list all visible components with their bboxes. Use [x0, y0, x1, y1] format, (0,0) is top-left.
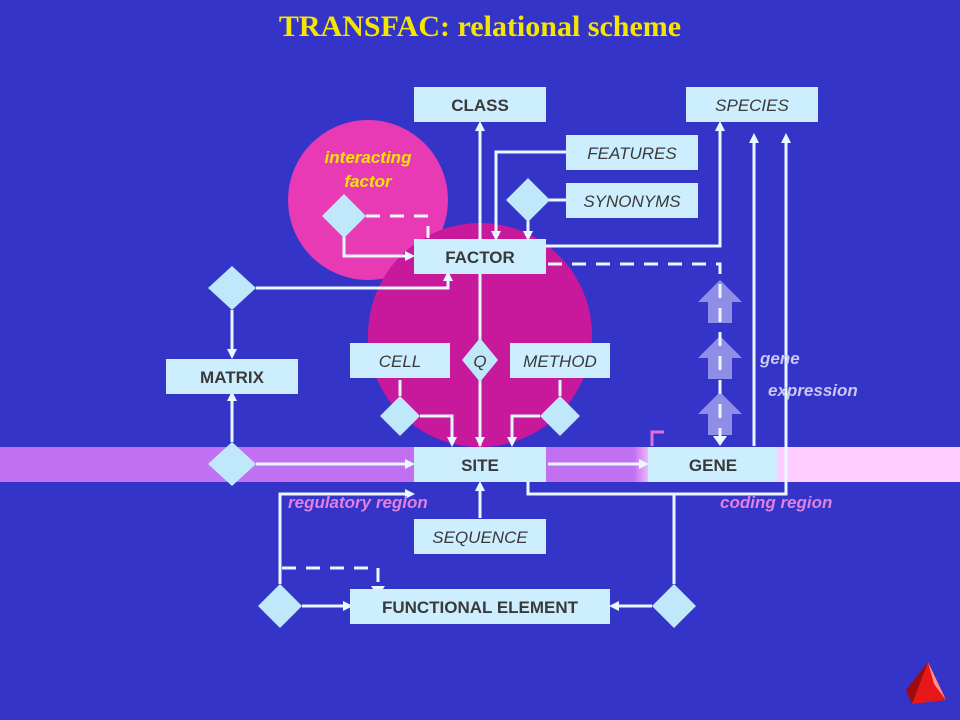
matrix-factor-diamond — [208, 266, 256, 310]
method-box[interactable]: METHOD — [510, 343, 610, 378]
synonyms-diamond — [506, 178, 550, 222]
functional-element-box[interactable]: FUNCTIONAL ELEMENT — [350, 589, 610, 624]
q-diamond — [462, 338, 498, 382]
gene-expression-label: gene — [759, 349, 800, 368]
interacting-factor-circle — [288, 120, 448, 280]
regulatory-region-label: regulatory region — [288, 493, 428, 512]
matrix-label: MATRIX — [200, 368, 265, 387]
class-box[interactable]: CLASS — [414, 87, 546, 122]
sequence-label: SEQUENCE — [432, 528, 528, 547]
cell-box[interactable]: CELL — [350, 343, 450, 378]
interacting-diamond — [322, 194, 366, 238]
site-label: SITE — [461, 456, 499, 475]
cell-diamond — [380, 396, 420, 436]
species-box[interactable]: SPECIES — [686, 87, 818, 122]
class-label: CLASS — [451, 96, 509, 115]
connectors — [227, 121, 791, 611]
synonyms-label: SYNONYMS — [583, 192, 681, 211]
method-label: METHOD — [523, 352, 597, 371]
expression-arrow-icon — [698, 280, 742, 323]
coding-diamond — [652, 584, 696, 628]
relation-diamonds — [208, 178, 696, 628]
entity-boxes: CLASS SPECIES FEATURES SYNONYMS FACTOR M… — [166, 87, 818, 624]
interacting-label: interacting — [325, 148, 413, 167]
cell-label: CELL — [379, 352, 422, 371]
expression-label: expression — [768, 381, 858, 400]
functional-element-label: FUNCTIONAL ELEMENT — [382, 598, 579, 617]
species-label: SPECIES — [715, 96, 789, 115]
features-box[interactable]: FEATURES — [566, 135, 698, 170]
matrix-site-diamond — [208, 442, 256, 486]
method-diamond — [540, 396, 580, 436]
matrix-box[interactable]: MATRIX — [166, 359, 298, 394]
nav-pyramid-icon[interactable] — [906, 662, 946, 704]
page-title: TRANSFAC: relational scheme — [279, 10, 681, 43]
gene-box[interactable]: GENE — [648, 447, 778, 482]
synonyms-box[interactable]: SYNONYMS — [566, 183, 698, 218]
gene-label: GENE — [689, 456, 737, 475]
site-box[interactable]: SITE — [414, 447, 546, 482]
q-label: Q — [473, 352, 486, 371]
factor-sub-label: factor — [344, 172, 393, 191]
coding-region-label: coding region — [720, 493, 832, 512]
regulatory-diamond — [258, 584, 302, 628]
sequence-box[interactable]: SEQUENCE — [414, 519, 546, 554]
factor-box[interactable]: FACTOR — [414, 239, 546, 274]
features-label: FEATURES — [587, 144, 677, 163]
factor-label: FACTOR — [445, 248, 515, 267]
